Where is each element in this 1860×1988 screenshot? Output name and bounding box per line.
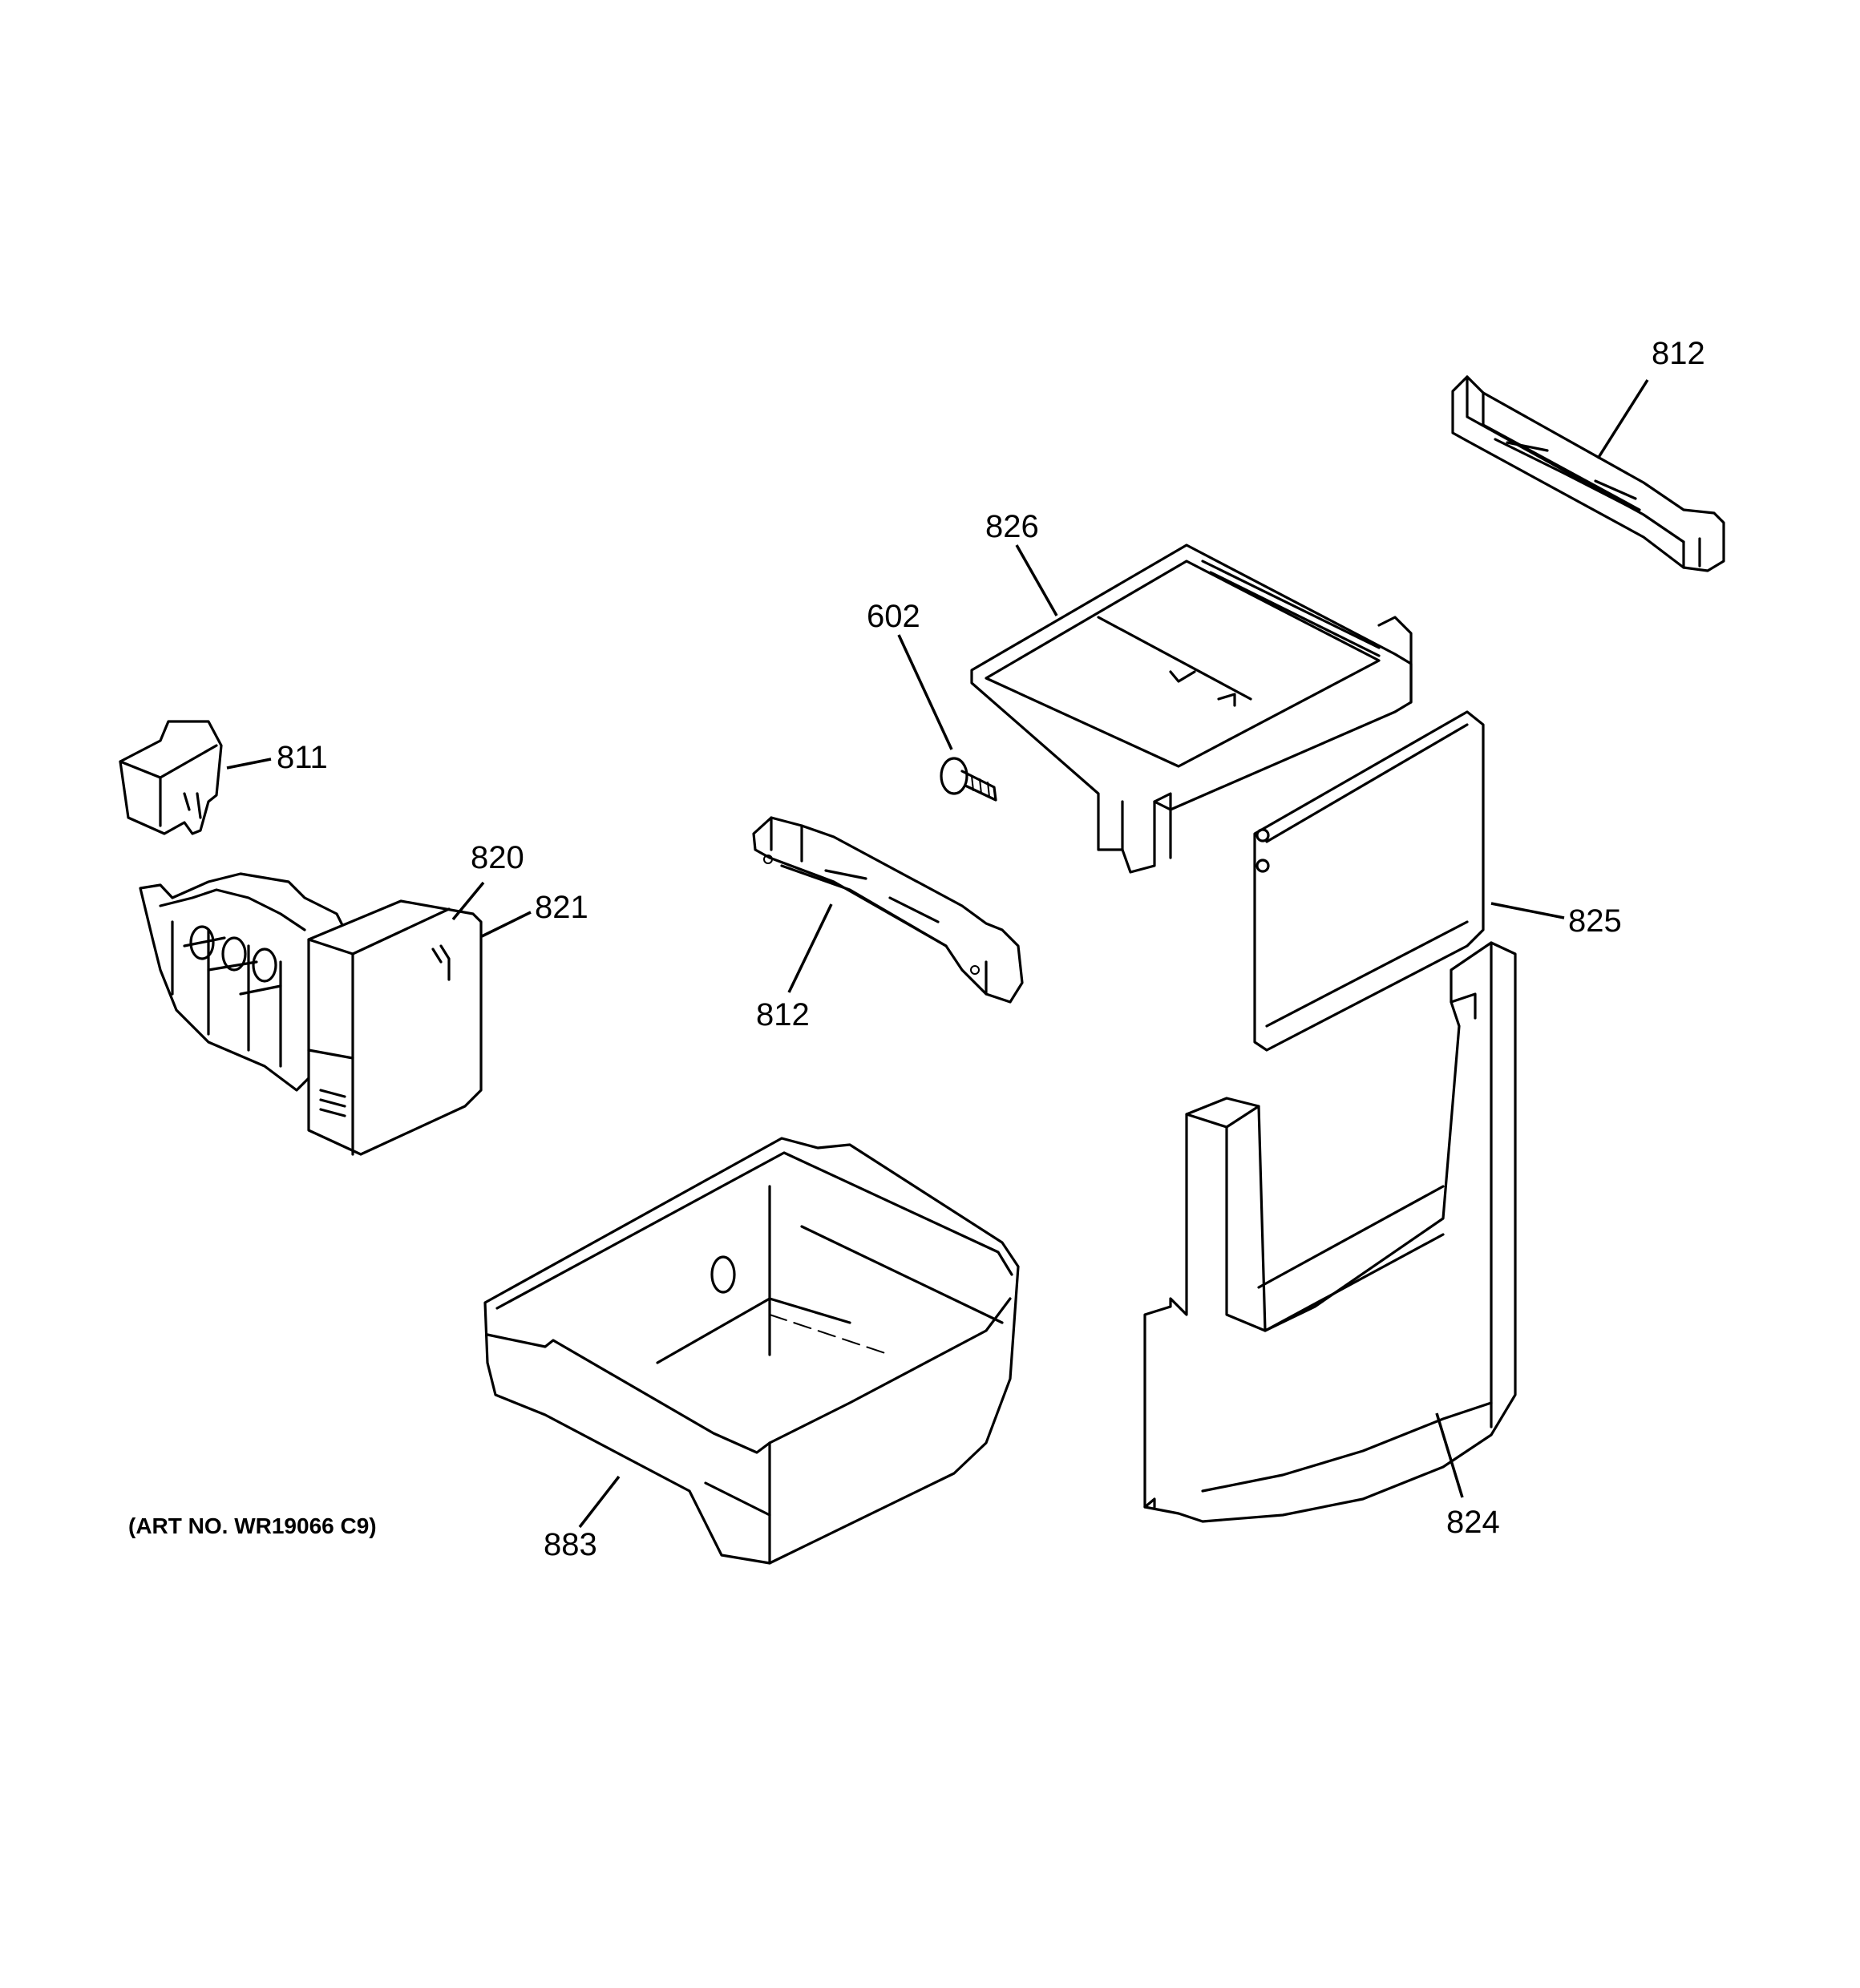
leader-812-lower	[787, 903, 833, 993]
part-824-front-cover[interactable]	[1143, 941, 1517, 1523]
part-812-rail-lower[interactable]	[752, 816, 1024, 1004]
part-821-control-housing[interactable]	[307, 899, 483, 1156]
part-825-door[interactable]	[1253, 710, 1485, 1052]
art-number: (ART NO. WR19066 C9)	[128, 1513, 377, 1538]
callout-811: 811	[277, 740, 328, 775]
part-602-screw[interactable]	[940, 757, 997, 802]
callout-812-upper: 812	[1652, 336, 1705, 371]
callout-883: 883	[544, 1527, 597, 1562]
leader-826	[1015, 544, 1058, 616]
callout-labels: 812 826 602 811 820 821 812 825 883 824 …	[128, 336, 1705, 1562]
leader-821	[481, 911, 532, 938]
callout-824: 824	[1446, 1505, 1500, 1540]
leader-602	[897, 634, 953, 750]
part-811-bracket[interactable]	[119, 720, 223, 835]
leader-812-upper	[1596, 379, 1649, 459]
leader-820	[451, 881, 485, 921]
callout-821: 821	[535, 890, 588, 925]
callout-602: 602	[867, 599, 920, 634]
leader-824	[1435, 1412, 1464, 1498]
part-883-ice-bucket[interactable]	[483, 1137, 1020, 1565]
part-826-cover-frame[interactable]	[970, 543, 1413, 874]
leader-811	[226, 758, 272, 770]
callout-820: 820	[471, 840, 524, 875]
callout-826: 826	[985, 509, 1039, 544]
callout-812-lower: 812	[756, 997, 810, 1032]
leader-lines	[226, 379, 1649, 1529]
leader-825	[1490, 902, 1565, 919]
callout-825: 825	[1568, 903, 1622, 939]
leader-883	[578, 1475, 621, 1529]
part-812-rail-upper[interactable]	[1451, 375, 1725, 572]
